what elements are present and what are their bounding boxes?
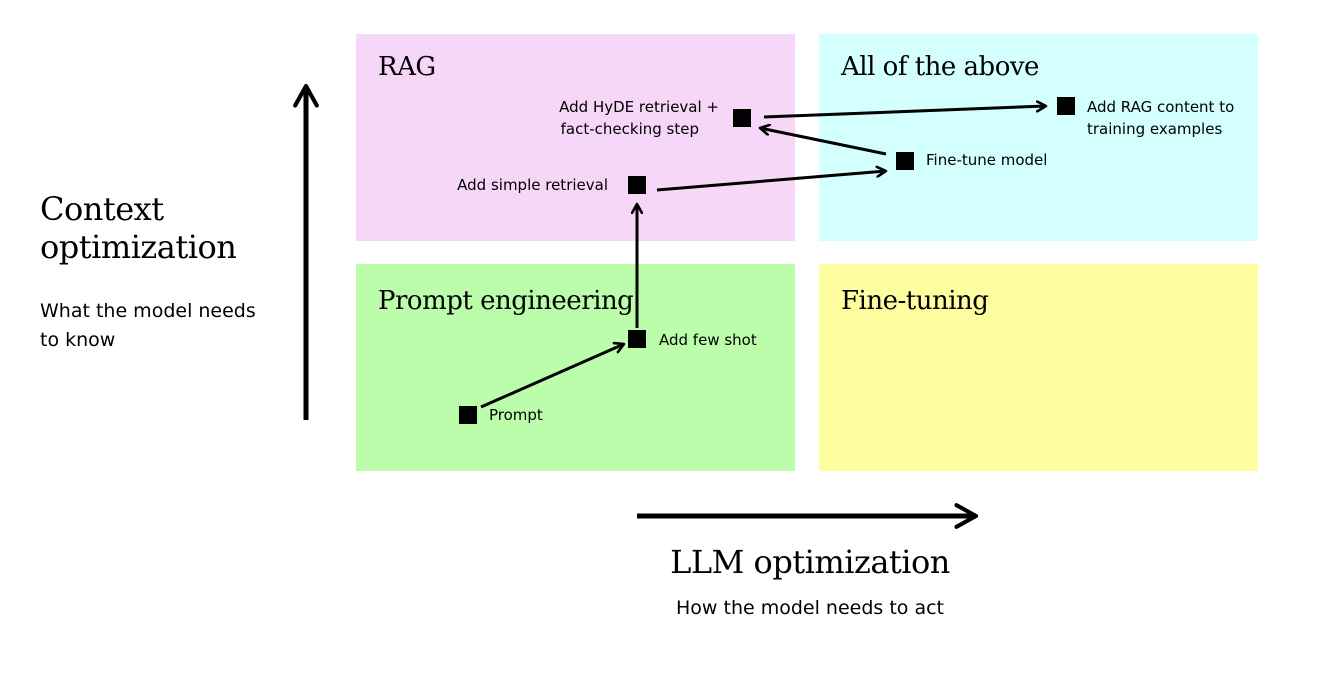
node-few-shot xyxy=(628,330,646,348)
node-rag-content xyxy=(1057,97,1075,115)
label-simple-retrieval: Add simple retrieval xyxy=(457,176,608,194)
quadrant-prompt-engineering-title: Prompt engineering xyxy=(378,286,634,316)
quadrant-all-of-the-above: All of the above xyxy=(819,34,1258,241)
quadrant-rag: RAG xyxy=(356,34,795,241)
arrow-prompt-to-few-shot xyxy=(480,344,624,409)
node-hyde-retrieval xyxy=(733,109,751,127)
node-fine-tune xyxy=(896,152,914,170)
quadrant-rag-title: RAG xyxy=(378,52,436,82)
label-prompt: Prompt xyxy=(489,406,543,424)
label-hyde-line-1: Add HyDE retrieval + xyxy=(559,98,719,116)
y-axis-subtitle: What the model needs to know xyxy=(40,300,256,351)
quadrant-all-of-the-above-title: All of the above xyxy=(841,52,1039,82)
arrow-hyde-to-rag-content xyxy=(763,106,1046,119)
quadrant-prompt-engineering: Prompt engineering xyxy=(356,264,795,471)
label-rag-content-line-1: Add RAG content to xyxy=(1087,98,1235,116)
label-rag-content-line-2: training examples xyxy=(1087,120,1223,138)
quadrant-fine-tuning-title: Fine-tuning xyxy=(841,286,989,316)
y-axis-title: Context optimization xyxy=(40,190,237,266)
node-prompt xyxy=(459,406,477,424)
label-few-shot: Add few shot xyxy=(659,331,757,349)
label-hyde-line-2: fact-checking step xyxy=(560,120,699,138)
x-axis-subtitle: How the model needs to act xyxy=(676,597,944,619)
arrow-fine-tune-to-hyde xyxy=(760,128,887,156)
x-axis-title: LLM optimization xyxy=(670,543,950,581)
quadrant-fine-tuning: Fine-tuning xyxy=(819,264,1258,471)
arrow-simple-retrieval-to-fine-tune xyxy=(656,171,886,192)
label-fine-tune: Fine-tune model xyxy=(926,151,1048,169)
node-simple-retrieval xyxy=(628,176,646,194)
